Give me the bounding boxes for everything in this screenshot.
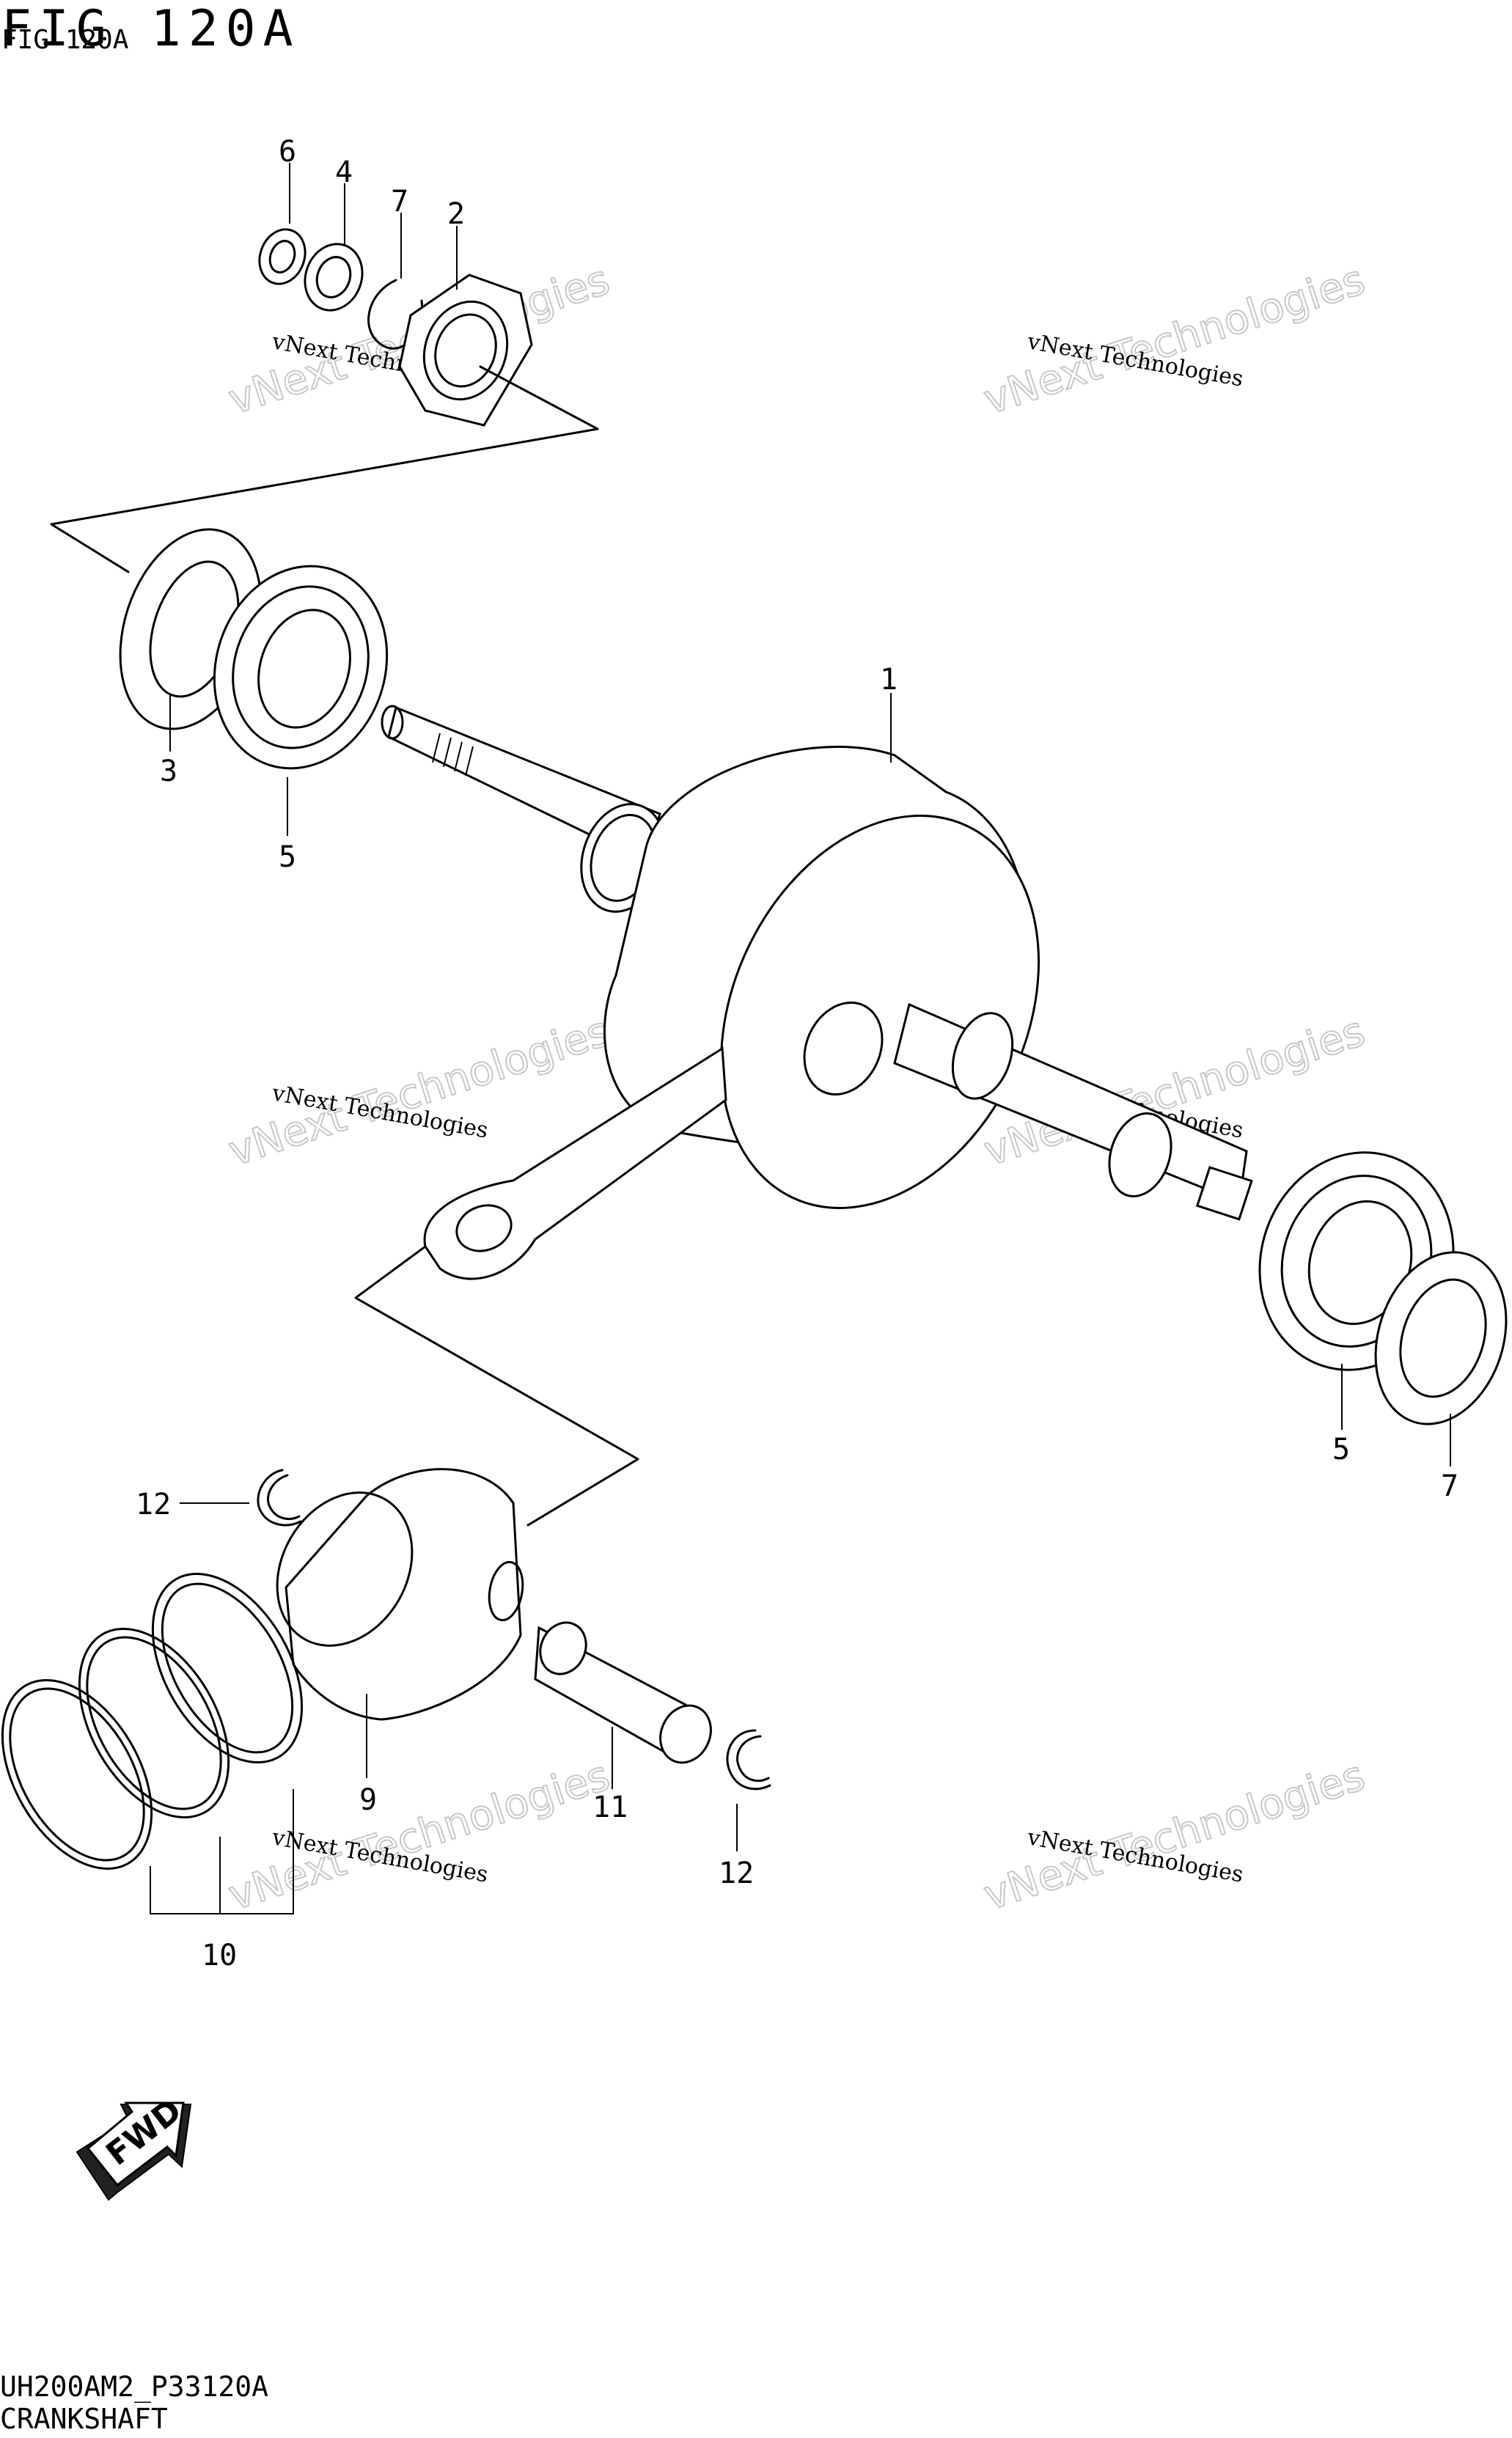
callout-12-upper: 12 <box>136 1488 171 1521</box>
part-10-piston-rings <box>1 1573 304 1870</box>
part-5-bearing-left <box>213 565 389 770</box>
leader-lines <box>150 163 1451 1914</box>
watermark-middle-left: vNext Technologies vNext Technologies <box>222 1007 616 1176</box>
watermark-top-right: vNext Technologies vNext Technologies <box>977 255 1371 425</box>
watermark-bottom-right: vNext Technologies vNext Technologies <box>977 1751 1371 1920</box>
callout-6: 6 <box>279 135 296 169</box>
part-11-piston-pin <box>534 1621 712 1764</box>
watermark-bottom-left: vNext Technologies vNext Technologies <box>222 1751 616 1920</box>
callout-8: 7 <box>391 185 408 219</box>
fig-subtitle: FIG 120A <box>1 25 129 55</box>
part-4-bearing <box>304 243 364 312</box>
callout-2: 2 <box>447 197 465 231</box>
callout-12-lower: 12 <box>719 1857 754 1890</box>
model-code: UH200AM2_P33120A <box>0 2371 268 2404</box>
part-9-piston <box>276 1468 524 1721</box>
part-12-circlip-upper <box>257 1469 302 1527</box>
callout-10: 10 <box>202 1939 237 1972</box>
part-7-oil-seal <box>1374 1251 1508 1425</box>
callout-3: 3 <box>160 754 177 788</box>
callout-4: 4 <box>335 155 353 189</box>
callout-1: 1 <box>880 663 898 697</box>
callout-11: 11 <box>592 1791 628 1824</box>
part-2-nut <box>398 273 533 427</box>
section-name: CRANKSHAFT <box>0 2403 168 2434</box>
callout-7: 7 <box>1441 1469 1458 1503</box>
callout-9: 9 <box>359 1783 377 1817</box>
part-12-circlip-lower <box>726 1729 771 1791</box>
fig-title: FIG 120A <box>1 0 301 58</box>
fwd-arrow-icon: FWD <box>76 2092 192 2201</box>
assembly-lines-middle <box>354 1245 639 1527</box>
assembly-lines-top <box>50 365 599 573</box>
part-6-oil-seal <box>258 228 307 285</box>
callout-5-right: 5 <box>1332 1433 1350 1466</box>
callout-5-left: 5 <box>279 840 296 874</box>
part-1-crankshaft <box>381 705 1253 1280</box>
